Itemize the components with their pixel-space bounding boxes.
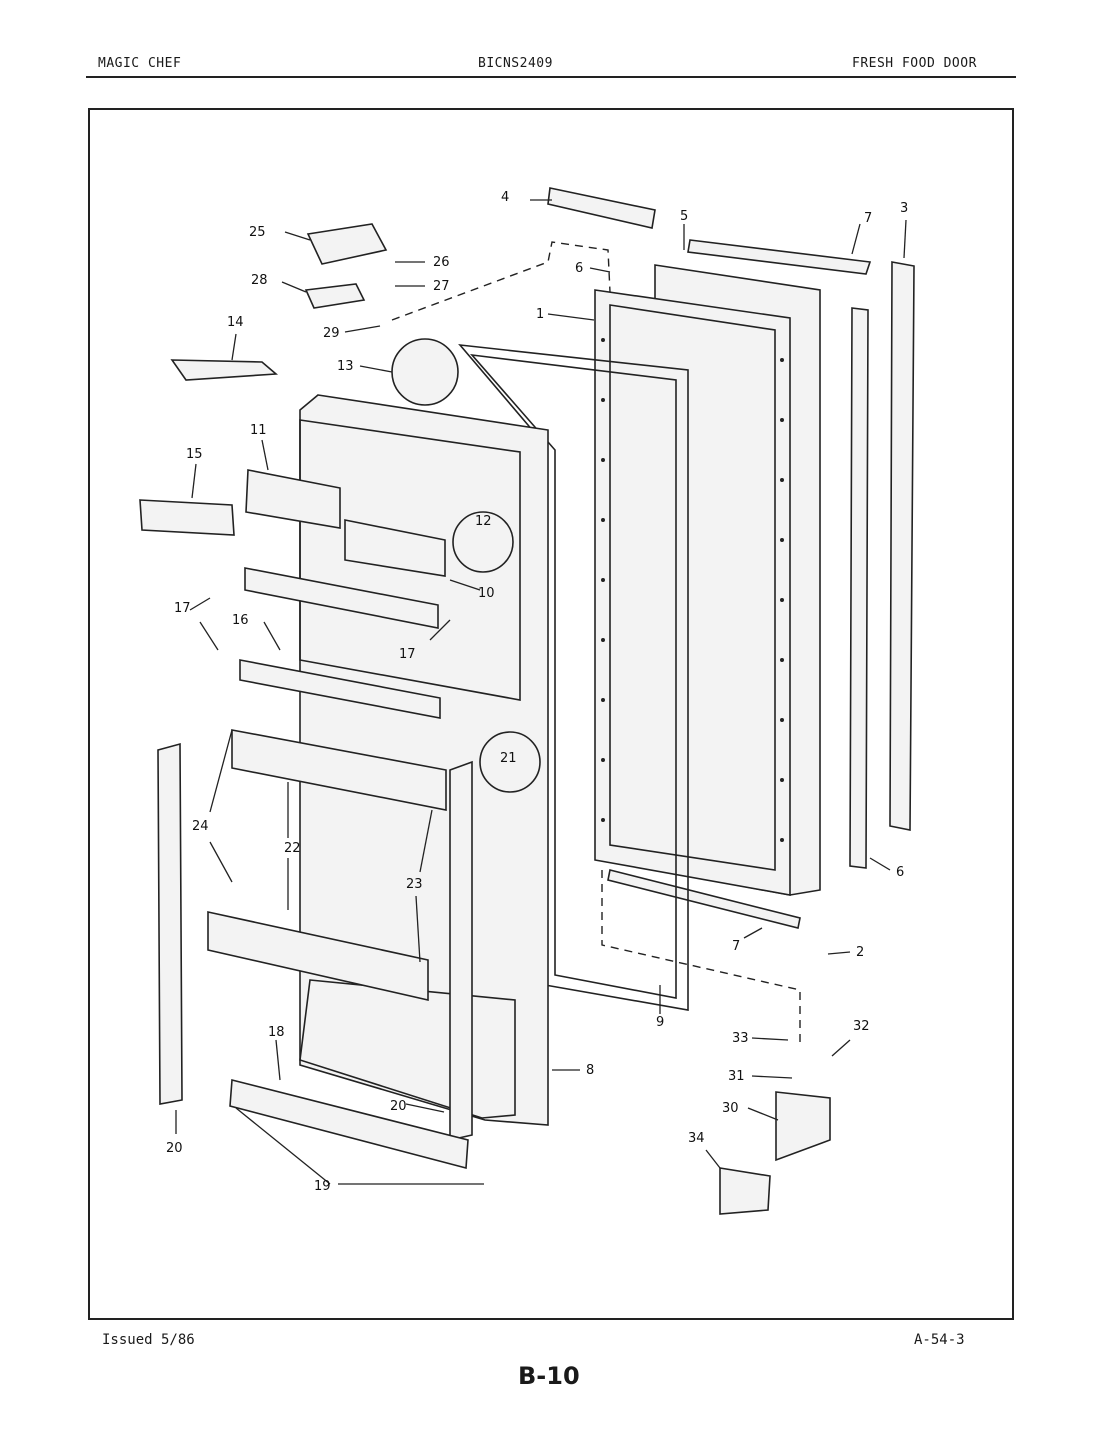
callout-15: 15 xyxy=(186,447,203,462)
dairy-bin-15 xyxy=(139,499,235,536)
detail-13-circle xyxy=(391,338,459,406)
callout-7-bottom: 7 xyxy=(732,939,740,954)
callout-34: 34 xyxy=(688,1131,705,1146)
callout-18: 18 xyxy=(268,1025,285,1040)
callout-26: 26 xyxy=(433,255,450,270)
bottom-trim xyxy=(607,869,801,929)
header-brand: MAGIC CHEF xyxy=(98,56,182,71)
callout-28: 28 xyxy=(251,273,268,288)
top-cap-trim xyxy=(687,239,872,275)
callout-22: 22 xyxy=(284,841,301,856)
callout-31: 31 xyxy=(728,1069,745,1084)
callout-29: 29 xyxy=(323,326,340,341)
shelf-rail-right xyxy=(449,760,473,1142)
callout-labels: 25 26 27 28 29 14 13 11 15 12 10 17 16 1… xyxy=(166,190,908,1194)
callout-6-right: 6 xyxy=(896,865,904,880)
side-trim-right xyxy=(889,261,915,831)
callout-17-right: 17 xyxy=(399,647,416,662)
detail-21-circle xyxy=(479,731,541,793)
page-code: A-54-3 xyxy=(914,1332,965,1348)
callout-14: 14 xyxy=(227,315,244,330)
callout-32: 32 xyxy=(853,1019,870,1034)
top-hinge-4 xyxy=(547,187,656,229)
callout-6-top: 6 xyxy=(575,261,583,276)
callout-17-left: 17 xyxy=(174,601,191,616)
shelf-10 xyxy=(344,519,446,577)
callout-3: 3 xyxy=(900,201,908,216)
outer-door-panel xyxy=(594,264,821,896)
cover-14 xyxy=(170,359,279,381)
pin-path-top xyxy=(391,241,611,321)
hinge-25 xyxy=(306,223,388,265)
callout-8: 8 xyxy=(586,1063,594,1078)
callout-30: 30 xyxy=(722,1101,739,1116)
callout-27: 27 xyxy=(433,279,450,294)
bottom-hinge-30 xyxy=(775,1091,831,1162)
callout-12: 12 xyxy=(475,514,492,529)
header-model: BICNS2409 xyxy=(478,56,553,71)
side-trim-strip xyxy=(849,307,869,869)
callout-21: 21 xyxy=(500,751,517,766)
detail-12-circle xyxy=(452,511,514,573)
door-bar-upper xyxy=(244,567,439,629)
callout-13: 13 xyxy=(337,359,354,374)
callout-25: 25 xyxy=(249,225,266,240)
callout-4: 4 xyxy=(501,190,509,205)
callout-19: 19 xyxy=(314,1179,331,1194)
callout-5: 5 xyxy=(680,209,688,224)
shelf-rail-left xyxy=(157,742,183,1105)
door-bar-16 xyxy=(239,659,441,719)
leader-lines xyxy=(175,199,907,1185)
callout-7-top: 7 xyxy=(864,211,872,226)
callout-24: 24 xyxy=(192,819,209,834)
callout-16: 16 xyxy=(232,613,249,628)
callout-1: 1 xyxy=(536,307,544,322)
page-number: B-10 xyxy=(518,1362,580,1390)
callout-23: 23 xyxy=(406,877,423,892)
callout-9: 9 xyxy=(656,1015,664,1030)
callout-20-center: 20 xyxy=(390,1099,407,1114)
door-bar-18 xyxy=(229,1078,469,1170)
door-bin-lower xyxy=(207,911,429,1002)
diagram-frame xyxy=(88,108,1014,1320)
plate-28 xyxy=(304,283,366,309)
shelf-11 xyxy=(245,469,341,529)
issued-date: Issued 5/86 xyxy=(102,1332,195,1348)
callout-11: 11 xyxy=(250,423,267,438)
callout-10: 10 xyxy=(478,586,495,601)
door-bin-upper xyxy=(231,729,447,811)
header-rule xyxy=(86,76,1016,78)
callout-20-left: 20 xyxy=(166,1141,183,1156)
callout-2: 2 xyxy=(856,945,864,960)
bracket-34 xyxy=(719,1167,771,1215)
callout-33: 33 xyxy=(732,1031,749,1046)
header-section: FRESH FOOD DOOR xyxy=(852,56,977,71)
inner-door-liner xyxy=(299,394,549,1126)
